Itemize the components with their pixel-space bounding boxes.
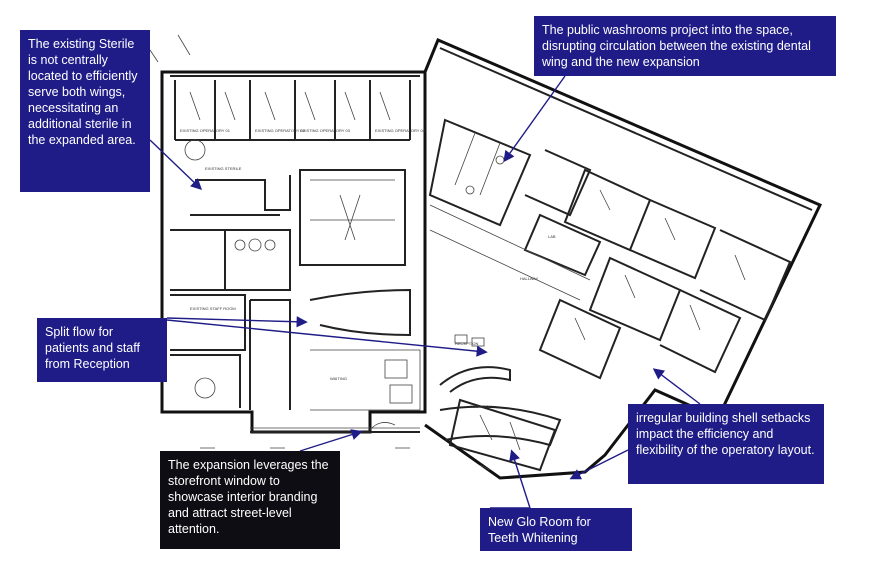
washroom-arrow bbox=[503, 75, 566, 163]
room-label: RECEPTION bbox=[455, 341, 478, 346]
callout-glo-room: New Glo Room for Teeth Whitening bbox=[480, 508, 632, 551]
storefront-arrow bbox=[299, 429, 363, 452]
split-arrow-patients bbox=[166, 319, 488, 357]
annotation-arrows bbox=[149, 75, 701, 509]
callout-building-shell: irregular building shell setbacks impact… bbox=[628, 404, 824, 484]
room-label: EXISTING STERILE bbox=[205, 166, 242, 171]
sterile-arrow bbox=[149, 139, 203, 190]
split-arrow-staff bbox=[166, 316, 308, 328]
shell-arrow-top bbox=[652, 368, 701, 405]
glo-arrow bbox=[509, 449, 531, 509]
room-label: EXISTING OPERATORY 01 bbox=[180, 128, 231, 133]
room-label: EXISTING OPERATORY 04 bbox=[375, 128, 426, 133]
shell-arrow-bottom bbox=[569, 449, 629, 480]
room-label: EXISTING STAFF ROOM bbox=[190, 306, 236, 311]
callout-storefront: The expansion leverages the storefront w… bbox=[160, 451, 340, 549]
room-label: EXISTING OPERATORY 03 bbox=[300, 128, 351, 133]
expansion-wing bbox=[423, 38, 823, 480]
room-label: GLO ROOM bbox=[470, 404, 492, 409]
room-label: LAB bbox=[548, 234, 556, 239]
operatory-chairs bbox=[189, 91, 391, 241]
dimension-marks bbox=[149, 34, 491, 471]
callout-public-washrooms: The public washrooms project into the sp… bbox=[534, 16, 836, 76]
storefront-window bbox=[250, 422, 420, 433]
existing-wing bbox=[160, 70, 427, 434]
callout-existing-sterile: The existing Sterile is not centrally lo… bbox=[20, 30, 150, 192]
room-label: HALLWAY bbox=[520, 276, 539, 281]
room-label: WAITING bbox=[330, 376, 347, 381]
room-label: EXISTING OPERATORY 02 bbox=[255, 128, 306, 133]
callout-split-flow: Split flow for patients and staff from R… bbox=[37, 318, 167, 382]
